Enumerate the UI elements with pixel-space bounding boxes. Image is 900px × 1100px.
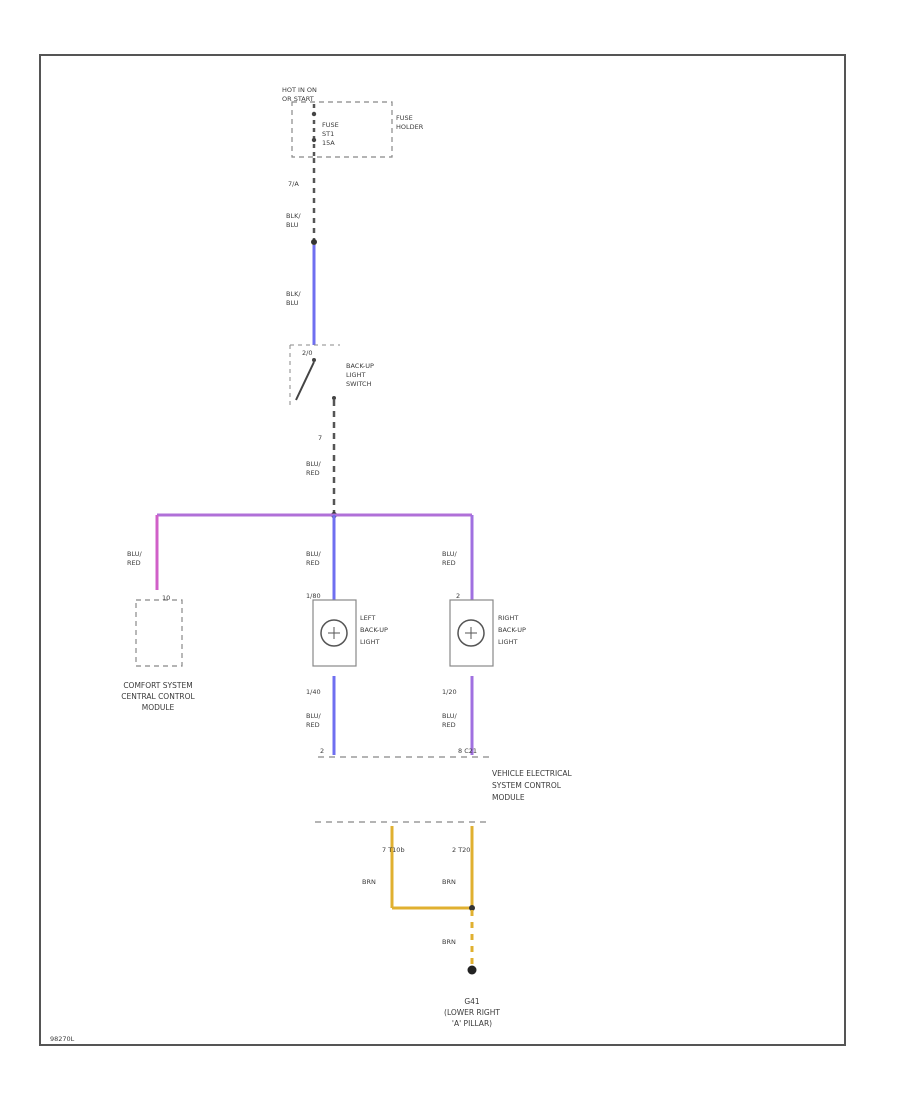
fuse-top-node: [311, 111, 317, 117]
left-light-wire-in-color: BLU/: [306, 550, 322, 558]
fuse-bottom-node: [311, 137, 317, 143]
ecu-label-3: MODULE: [492, 793, 525, 802]
fuse-label-3: 15A: [322, 139, 335, 147]
ground-wire-left-color: BRN: [362, 878, 376, 886]
ecu-ground-pin-left: 7 T10b: [382, 846, 405, 854]
ground-label-2: (LOWER RIGHT: [444, 1008, 500, 1017]
ecu-pin-right: 8 C21: [458, 747, 477, 755]
power-source-label-2: OR START: [282, 95, 314, 103]
ground-wire-bottom-color: BRN: [442, 938, 456, 946]
right-light-wire-out-color-2: RED: [442, 721, 456, 729]
top-wire-color: BLK/: [286, 212, 301, 220]
right-light-box: [449, 599, 494, 667]
ecu-pin-left: 2: [320, 747, 324, 755]
left-light-label-2: BACK-UP: [360, 626, 388, 634]
comfort-module-label-3: MODULE: [142, 703, 175, 712]
left-light-wire-in-color-2: RED: [306, 559, 320, 567]
trunk-wire-color: BLU/: [306, 460, 322, 468]
splice-node-top: [311, 239, 317, 245]
right-light-label-2: BACK-UP: [498, 626, 526, 634]
right-light-label: RIGHT: [498, 614, 518, 622]
right-light-wire-in-color: BLU/: [442, 550, 458, 558]
ecu-label-2: SYSTEM CONTROL: [492, 781, 562, 790]
left-light-wire-out-color-2: RED: [306, 721, 320, 729]
fuse-holder-label: FUSE: [396, 114, 413, 122]
right-light-label-3: LIGHT: [498, 638, 517, 646]
switch-blade: [295, 361, 315, 401]
ground-splice-node: [469, 905, 475, 911]
right-light-wire-out-color: BLU/: [442, 712, 458, 720]
comfort-wire-color: BLU/: [127, 550, 143, 558]
switch-contact-top: [312, 358, 316, 362]
right-bulb-filament: [465, 627, 477, 639]
trunk-wire-color-2: RED: [306, 469, 320, 477]
switch-contact-bottom: [332, 396, 336, 400]
ecu-ground-pin-right: 2 T20: [452, 846, 470, 854]
ground-point-icon: [467, 965, 477, 975]
switch-pin-in: 2/0: [302, 349, 312, 357]
left-bulb-filament: [328, 627, 340, 639]
fuse-holder-label-2: HOLDER: [396, 123, 424, 131]
right-light-pin-in: 2: [456, 592, 460, 600]
ecu-label: VEHICLE ELECTRICAL: [492, 769, 573, 778]
comfort-module-pin: 10: [162, 594, 170, 602]
diagram-id: 98270L: [50, 1035, 75, 1043]
top-wire-pin: 7/A: [288, 180, 299, 188]
left-light-label-3: LIGHT: [360, 638, 379, 646]
left-light-box: [312, 599, 357, 667]
left-light-label: LEFT: [360, 614, 375, 622]
fuse-label-2: ST1: [322, 130, 334, 138]
diagram-frame: [39, 54, 846, 1046]
comfort-module-box: [135, 599, 183, 667]
comfort-wire-color-2: RED: [127, 559, 141, 567]
ground-wire-right-color: BRN: [442, 878, 456, 886]
left-bulb-icon: [320, 619, 348, 647]
blue-wire-color: BLK/: [286, 290, 301, 298]
comfort-module-label-2: CENTRAL CONTROL: [121, 692, 195, 701]
switch-label: BACK-UP: [346, 362, 374, 370]
ground-label-3: 'A' PILLAR): [452, 1019, 492, 1028]
power-source-label: HOT IN ON: [282, 86, 317, 94]
comfort-module-label: COMFORT SYSTEM: [123, 681, 192, 690]
fuse-label: FUSE: [322, 121, 339, 129]
left-light-pin-in: 1/80: [306, 592, 321, 600]
switch-pin-out: 7: [318, 434, 322, 442]
ground-label: G41: [464, 997, 480, 1006]
left-light-pin-out: 1/40: [306, 688, 321, 696]
right-bulb-icon: [457, 619, 485, 647]
blue-wire-color-2: BLU: [286, 299, 299, 307]
right-light-wire-in-color-2: RED: [442, 559, 456, 567]
fuse-holder-box: [291, 101, 393, 158]
top-wire-color-2: BLU: [286, 221, 299, 229]
left-light-wire-out-color: BLU/: [306, 712, 322, 720]
switch-label-3: SWITCH: [346, 380, 372, 388]
right-light-pin-out: 1/20: [442, 688, 457, 696]
switch-label-2: LIGHT: [346, 371, 365, 379]
